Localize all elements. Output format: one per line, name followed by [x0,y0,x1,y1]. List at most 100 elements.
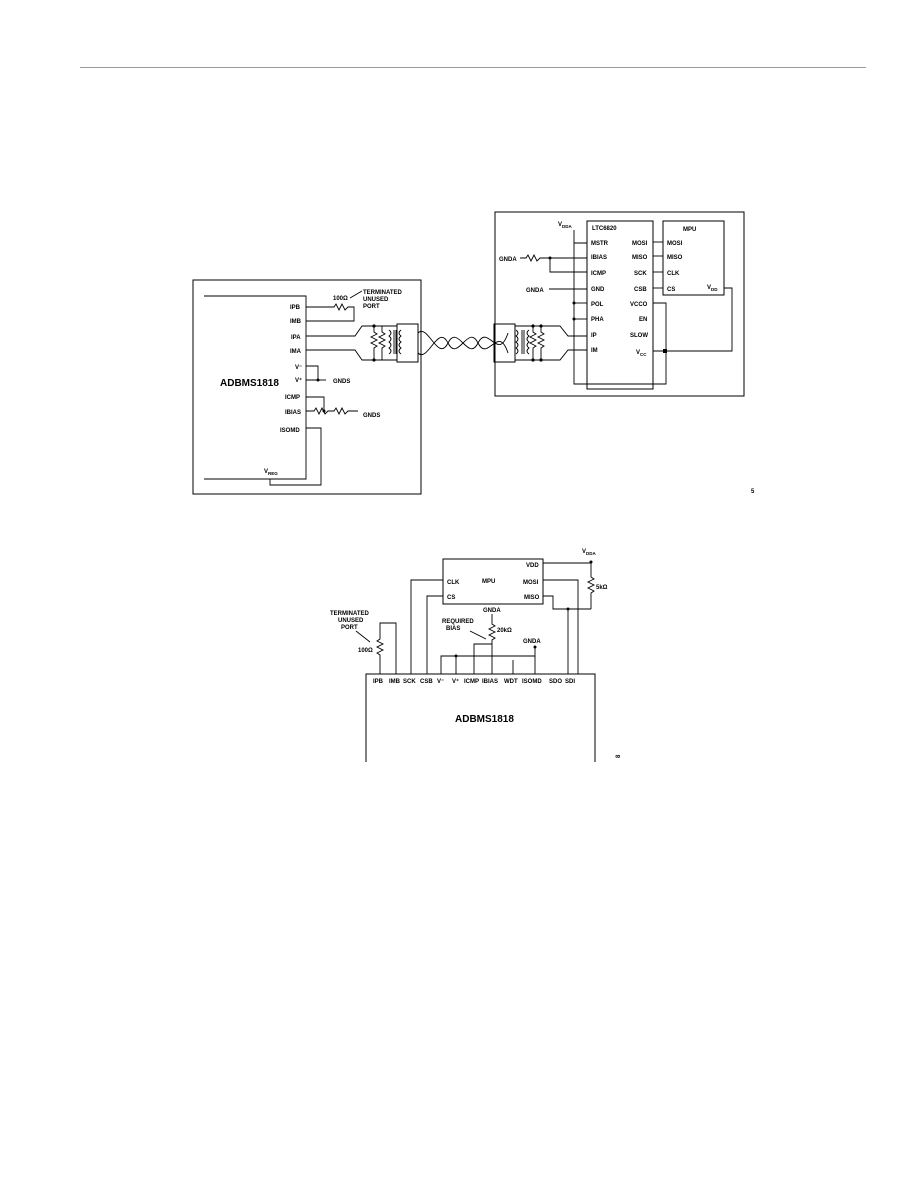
fig2-terminated-line1: TERMINATED [330,611,370,617]
ibias-resistor [520,253,587,263]
fig2-bias-line1: REQUIRED [442,619,474,625]
ltc-pin-pha: PHA [591,317,604,323]
terminated-label-line2: UNUSED [363,297,389,303]
pin-ipa: IPA [291,335,301,341]
ltc-pin-vcc: VCC [636,350,647,357]
fig2-pin-sdi: SDI [565,679,575,685]
header-rule [80,67,866,68]
ltc-pin-gnd: GND [591,287,605,293]
fig2-adbms1818-label: ADBMS1818 [455,714,514,725]
pin-v-plus: V⁺ [295,377,302,384]
termination-resistor-left [369,326,379,360]
fig1-gnda-label-1: GNDA [499,257,517,263]
ltc-pin-mosi: MOSI [632,241,648,247]
fig2-mpu-pin-vdd: VDD [526,563,539,569]
fig1-mpu-pin-cs: CS [667,287,675,293]
ltc-pin-csb: CSB [634,287,647,293]
fig2-pin-csb: CSB [420,679,433,685]
fig1-gnds-label-2: GNDS [363,413,380,419]
fig2-bias-resistor [487,614,497,644]
fig1-mpu-pin-clk: CLK [667,271,680,277]
fig2-pin-v-minus: V⁻ [437,679,444,685]
fig2-bias-line2: BIAS [446,626,460,632]
v-node [316,378,320,382]
pin-ibias: IBIAS [285,410,301,416]
connector-left [396,323,419,363]
pin-isomd: ISOMD [280,428,300,434]
fig1-gnda-label-2: GNDA [526,288,544,294]
pin-ipb: IPB [290,305,301,311]
transformer-right-primary [515,329,519,355]
fig2-terminated-line2: UNUSED [338,618,364,624]
rx-termination-left [528,326,538,360]
pin-imb: IMB [290,319,302,325]
fig1-mpu-box [662,220,725,296]
ltc6820-board-box [494,211,745,397]
ltc-pin-miso: MISO [632,255,648,261]
fig2-pullup-resistor [586,563,596,609]
connector-right [493,323,516,363]
figure-2-spi-interface: MPU CLK CS VDD MOSI MISO VDDA 5kΩ TERMIN… [330,549,622,762]
fig1-id: 5 [751,489,755,495]
fig1-mpu-label: MPU [683,227,696,233]
fig2-terminated-resistor [375,622,397,674]
fig2-icmp-trace [473,643,492,674]
pin-v-minus: V⁻ [295,365,302,371]
ltc-pin-mstr: MSTR [591,241,609,247]
transformer-left-secondary [398,329,402,355]
icmp-ibias-tie [306,396,325,411]
terminated-resistor-value: 100Ω [333,296,348,302]
fig2-ground-bus [440,647,536,674]
ip-trace [515,325,587,337]
termination-resistor-right [377,326,387,360]
ltc-pin-im: IM [591,348,598,354]
fig2-miso-pullup-trace [543,595,591,610]
fig2-terminated-arrow [355,630,371,643]
vdd-vcc-trace [653,287,733,352]
ima-trace [306,349,397,361]
fig2-vplus-node [454,654,458,658]
ltc-pin-ibias: IBIAS [591,255,607,261]
fig2-gnda-right: GNDA [523,639,541,645]
fig1-gnds-label-1: GNDS [333,379,350,385]
fig2-pin-icmp: ICMP [464,679,479,685]
fig2-terminated-value: 100Ω [358,648,373,654]
fig2-mpu-pin-cs: CS [447,595,455,601]
fig2-mpu-pin-miso: MISO [524,595,540,601]
terminated-arrow [349,290,363,299]
fig2-gnda-top: GNDA [483,608,501,614]
ltc6820-ic [586,220,654,390]
ibias-node-adbms [322,409,326,413]
pol-node [572,301,576,305]
transformer-left-primary [388,329,392,355]
icmp-trace [549,258,587,273]
ltc-pin-sck: SCK [634,271,647,277]
fig2-mpu-box [442,558,544,605]
vcc-node [663,349,667,353]
pin-ima: IMA [290,349,302,355]
fig2-pin-sdo: SDO [549,679,562,685]
ibias-gnds-resistors [306,406,358,416]
fig2-pin-v-plus: V⁺ [452,678,459,685]
fig2-clk-sck-trace [410,579,443,674]
transformer-right-secondary [526,329,530,355]
terminated-resistor [306,302,355,322]
fig2-mpu-pin-mosi: MOSI [523,580,539,586]
pin-icmp: ICMP [285,395,300,401]
fig2-bias-value: 20kΩ [497,628,512,634]
fig1-mpu-pin-mosi: MOSI [667,241,683,247]
fig2-pin-isomd: ISOMD [522,679,542,685]
fig1-mpu-pin-miso: MISO [667,255,683,261]
ltc-pin-en: EN [639,317,647,323]
fig2-vdda-label: VDDA [582,549,597,556]
ltc-pin-vcco: VCCO [630,302,648,308]
fig2-terminated-line3: PORT [341,625,358,631]
fig2-cs-csb-trace [426,595,443,674]
isomd-vreg-trace [269,427,322,486]
terminated-label-line1: TERMINATED [363,290,403,296]
fig2-pin-ipb: IPB [373,679,384,685]
ltc-pin-pol: POL [591,302,604,308]
mstr-trace [573,230,587,244]
figure-1-isospi-interface: ADBMS1818 IPB IMB IPA IMA V⁻ V⁺ ICMP IBI… [192,211,755,495]
